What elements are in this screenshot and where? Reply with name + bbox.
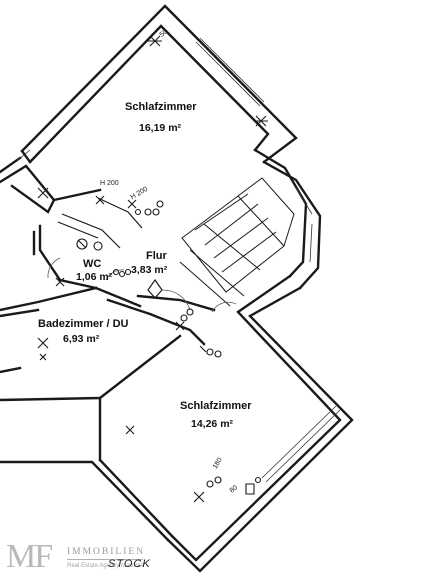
switch-symbol xyxy=(125,425,135,435)
socket-symbol xyxy=(206,476,222,488)
staircase xyxy=(179,177,295,307)
switch-symbol xyxy=(148,35,162,47)
switch-symbol xyxy=(37,187,49,199)
socket-symbol xyxy=(112,268,132,278)
watermark-tagline: Real Estate Agency Mallorca xyxy=(67,563,144,569)
windows xyxy=(17,37,341,483)
socket-symbol xyxy=(127,199,142,216)
room-name-hallway: Flur xyxy=(146,250,167,262)
switch-symbol xyxy=(95,195,105,205)
watermark-divider xyxy=(67,559,143,560)
socket-symbol xyxy=(199,345,222,358)
room-name-bedroom-top: Schlafzimmer xyxy=(125,101,197,113)
socket-symbol xyxy=(175,308,194,331)
light-symbol xyxy=(76,238,88,250)
switch-symbol xyxy=(193,491,205,503)
room-area-bathroom: 6,93 m² xyxy=(63,333,100,345)
switch-symbol xyxy=(55,277,65,287)
room-name-bedroom-bottom: Schlafzimmer xyxy=(180,400,252,412)
socket-symbol xyxy=(245,476,262,495)
room-area-wc: 1,06 m² xyxy=(76,271,113,283)
room-area-hallway: 3,83 m² xyxy=(131,264,168,276)
electrical-symbols xyxy=(37,35,268,503)
room-name-bathroom: Badezimmer / DU xyxy=(38,318,129,330)
watermark-company-name: IMMOBILIEN xyxy=(67,547,146,557)
room-area-bedroom-bottom: 14,26 m² xyxy=(191,418,234,430)
room-area-bedroom-top: 16,19 m² xyxy=(139,122,182,134)
height-annotation: H 200 xyxy=(100,180,119,187)
outer-walls xyxy=(0,4,354,573)
socket-symbol xyxy=(144,200,164,216)
light-symbol xyxy=(93,241,103,251)
watermark-stock: STOCK xyxy=(108,558,151,570)
watermark-logo: MF xyxy=(6,538,53,575)
interior-walls xyxy=(0,197,216,462)
room-name-wc: WC xyxy=(83,258,102,270)
switch-symbol xyxy=(254,115,268,127)
switch-symbol xyxy=(37,337,49,349)
switch-symbol xyxy=(39,353,47,361)
